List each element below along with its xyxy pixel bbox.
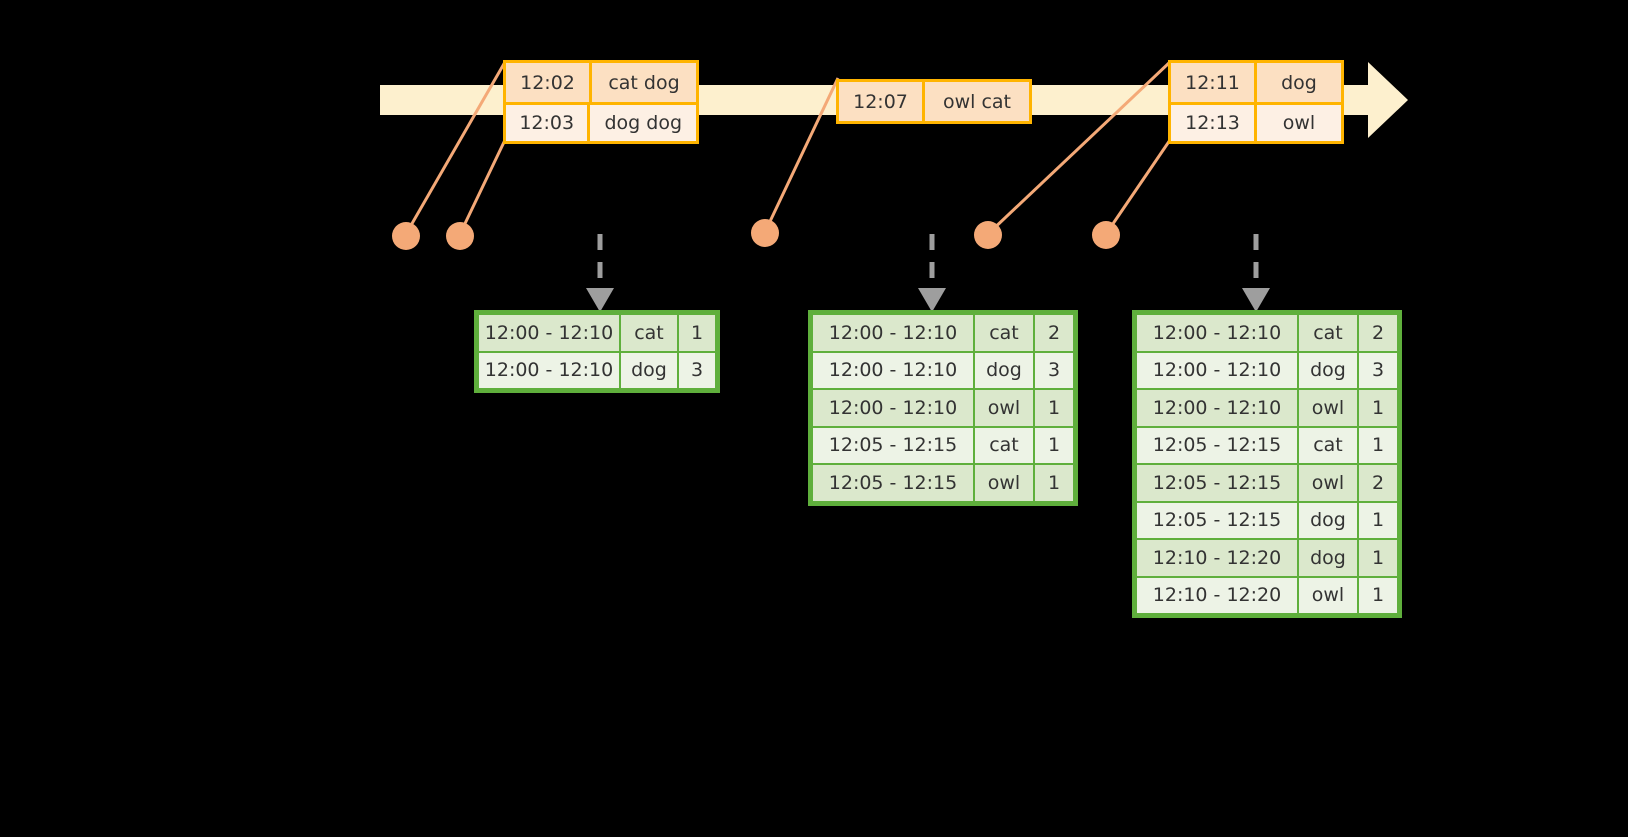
- event-time: 12:11: [1171, 63, 1257, 102]
- event-dots: [392, 219, 1120, 250]
- count-cell: 1: [1359, 577, 1397, 613]
- table-row[interactable]: 12:05 - 12:15 owl 1: [812, 464, 1074, 502]
- window-cell: 12:00 - 12:10: [813, 352, 973, 388]
- key-cell: cat: [1299, 315, 1357, 351]
- event-words: cat dog: [608, 71, 680, 94]
- count-cell: 1: [1359, 427, 1397, 463]
- key-cell: owl: [975, 465, 1033, 501]
- table-row[interactable]: 12:00 - 12:10 dog 3: [478, 352, 716, 390]
- result-table-3[interactable]: 12:00 - 12:10 cat 2 12:00 - 12:10 dog 3 …: [1132, 310, 1402, 618]
- table-row[interactable]: 12:05 - 12:15 cat 1: [1136, 427, 1398, 465]
- window-cell: 12:05 - 12:15: [1137, 427, 1297, 463]
- count-cell: 3: [679, 352, 715, 388]
- key-cell: dog: [975, 352, 1033, 388]
- event-dot: [1092, 221, 1120, 249]
- event-row[interactable]: 12:02 cat dog: [506, 63, 696, 102]
- event-time: 12:07: [839, 82, 925, 121]
- event-row[interactable]: 12:03 dog dog: [506, 102, 696, 141]
- count-cell: 3: [1359, 352, 1397, 388]
- table-row[interactable]: 12:05 - 12:15 dog 1: [1136, 502, 1398, 540]
- window-cell: 12:00 - 12:10: [813, 315, 973, 351]
- event-group-1[interactable]: 12:02 cat dog 12:03 dog dog: [503, 60, 699, 144]
- table-row[interactable]: 12:00 - 12:10 dog 3: [812, 352, 1074, 390]
- key-cell: owl: [1299, 390, 1357, 426]
- table-row[interactable]: 12:00 - 12:10 owl 1: [1136, 389, 1398, 427]
- window-cell: 12:00 - 12:10: [1137, 390, 1297, 426]
- emit-arrows: [597, 234, 1259, 288]
- key-cell: owl: [1299, 465, 1357, 501]
- key-cell: cat: [975, 315, 1033, 351]
- event-words: dog: [1281, 71, 1317, 94]
- count-cell: 2: [1359, 465, 1397, 501]
- result-table-1[interactable]: 12:00 - 12:10 cat 1 12:00 - 12:10 dog 3: [474, 310, 720, 393]
- event-row[interactable]: 12:07 owl cat: [839, 82, 1029, 121]
- key-cell: owl: [1299, 577, 1357, 613]
- event-dot: [751, 219, 779, 247]
- key-cell: cat: [975, 427, 1033, 463]
- window-cell: 12:00 - 12:10: [813, 390, 973, 426]
- table-row[interactable]: 12:00 - 12:10 cat 2: [812, 314, 1074, 352]
- event-words: owl cat: [942, 90, 1012, 113]
- event-words: dog dog: [604, 112, 682, 134]
- event-row[interactable]: 12:11 dog: [1171, 63, 1341, 102]
- event-time: 12:03: [506, 105, 591, 141]
- event-group-3[interactable]: 12:11 dog 12:13 owl: [1168, 60, 1344, 144]
- event-group-2[interactable]: 12:07 owl cat: [836, 79, 1032, 124]
- count-cell: 1: [1035, 465, 1073, 501]
- count-cell: 2: [1035, 315, 1073, 351]
- table-row[interactable]: 12:00 - 12:10 dog 3: [1136, 352, 1398, 390]
- key-cell: owl: [975, 390, 1033, 426]
- table-row[interactable]: 12:00 - 12:10 cat 1: [478, 314, 716, 352]
- count-cell: 1: [1359, 502, 1397, 538]
- window-cell: 12:05 - 12:15: [813, 465, 973, 501]
- count-cell: 1: [679, 315, 715, 351]
- window-cell: 12:00 - 12:10: [1137, 352, 1297, 388]
- count-cell: 3: [1035, 352, 1073, 388]
- event-row[interactable]: 12:13 owl: [1171, 102, 1341, 141]
- event-connectors: [404, 60, 1172, 236]
- table-row[interactable]: 12:00 - 12:10 cat 2: [1136, 314, 1398, 352]
- event-dot: [392, 222, 420, 250]
- key-cell: cat: [621, 315, 677, 351]
- key-cell: cat: [1299, 427, 1357, 463]
- window-cell: 12:05 - 12:15: [1137, 465, 1297, 501]
- count-cell: 2: [1359, 315, 1397, 351]
- window-cell: 12:00 - 12:10: [479, 315, 619, 351]
- window-cell: 12:05 - 12:15: [1137, 502, 1297, 538]
- event-dot: [974, 221, 1002, 249]
- table-row[interactable]: 12:00 - 12:10 owl 1: [812, 389, 1074, 427]
- table-row[interactable]: 12:10 - 12:20 owl 1: [1136, 577, 1398, 615]
- event-time: 12:02: [506, 63, 592, 102]
- count-cell: 1: [1035, 427, 1073, 463]
- table-row[interactable]: 12:05 - 12:15 owl 2: [1136, 464, 1398, 502]
- count-cell: 1: [1359, 540, 1397, 576]
- event-time: 12:13: [1171, 105, 1257, 141]
- table-row[interactable]: 12:05 - 12:15 cat 1: [812, 427, 1074, 465]
- result-table-2[interactable]: 12:00 - 12:10 cat 2 12:00 - 12:10 dog 3 …: [808, 310, 1078, 506]
- key-cell: dog: [1299, 540, 1357, 576]
- window-cell: 12:00 - 12:10: [1137, 315, 1297, 351]
- count-cell: 1: [1035, 390, 1073, 426]
- window-cell: 12:00 - 12:10: [479, 352, 619, 388]
- window-cell: 12:05 - 12:15: [813, 427, 973, 463]
- window-cell: 12:10 - 12:20: [1137, 577, 1297, 613]
- event-dot: [446, 222, 474, 250]
- key-cell: dog: [621, 352, 677, 388]
- window-cell: 12:10 - 12:20: [1137, 540, 1297, 576]
- count-cell: 1: [1359, 390, 1397, 426]
- key-cell: dog: [1299, 352, 1357, 388]
- table-row[interactable]: 12:10 - 12:20 dog 1: [1136, 539, 1398, 577]
- emit-arrowheads: [586, 288, 1270, 312]
- event-words: owl: [1282, 112, 1316, 134]
- key-cell: dog: [1299, 502, 1357, 538]
